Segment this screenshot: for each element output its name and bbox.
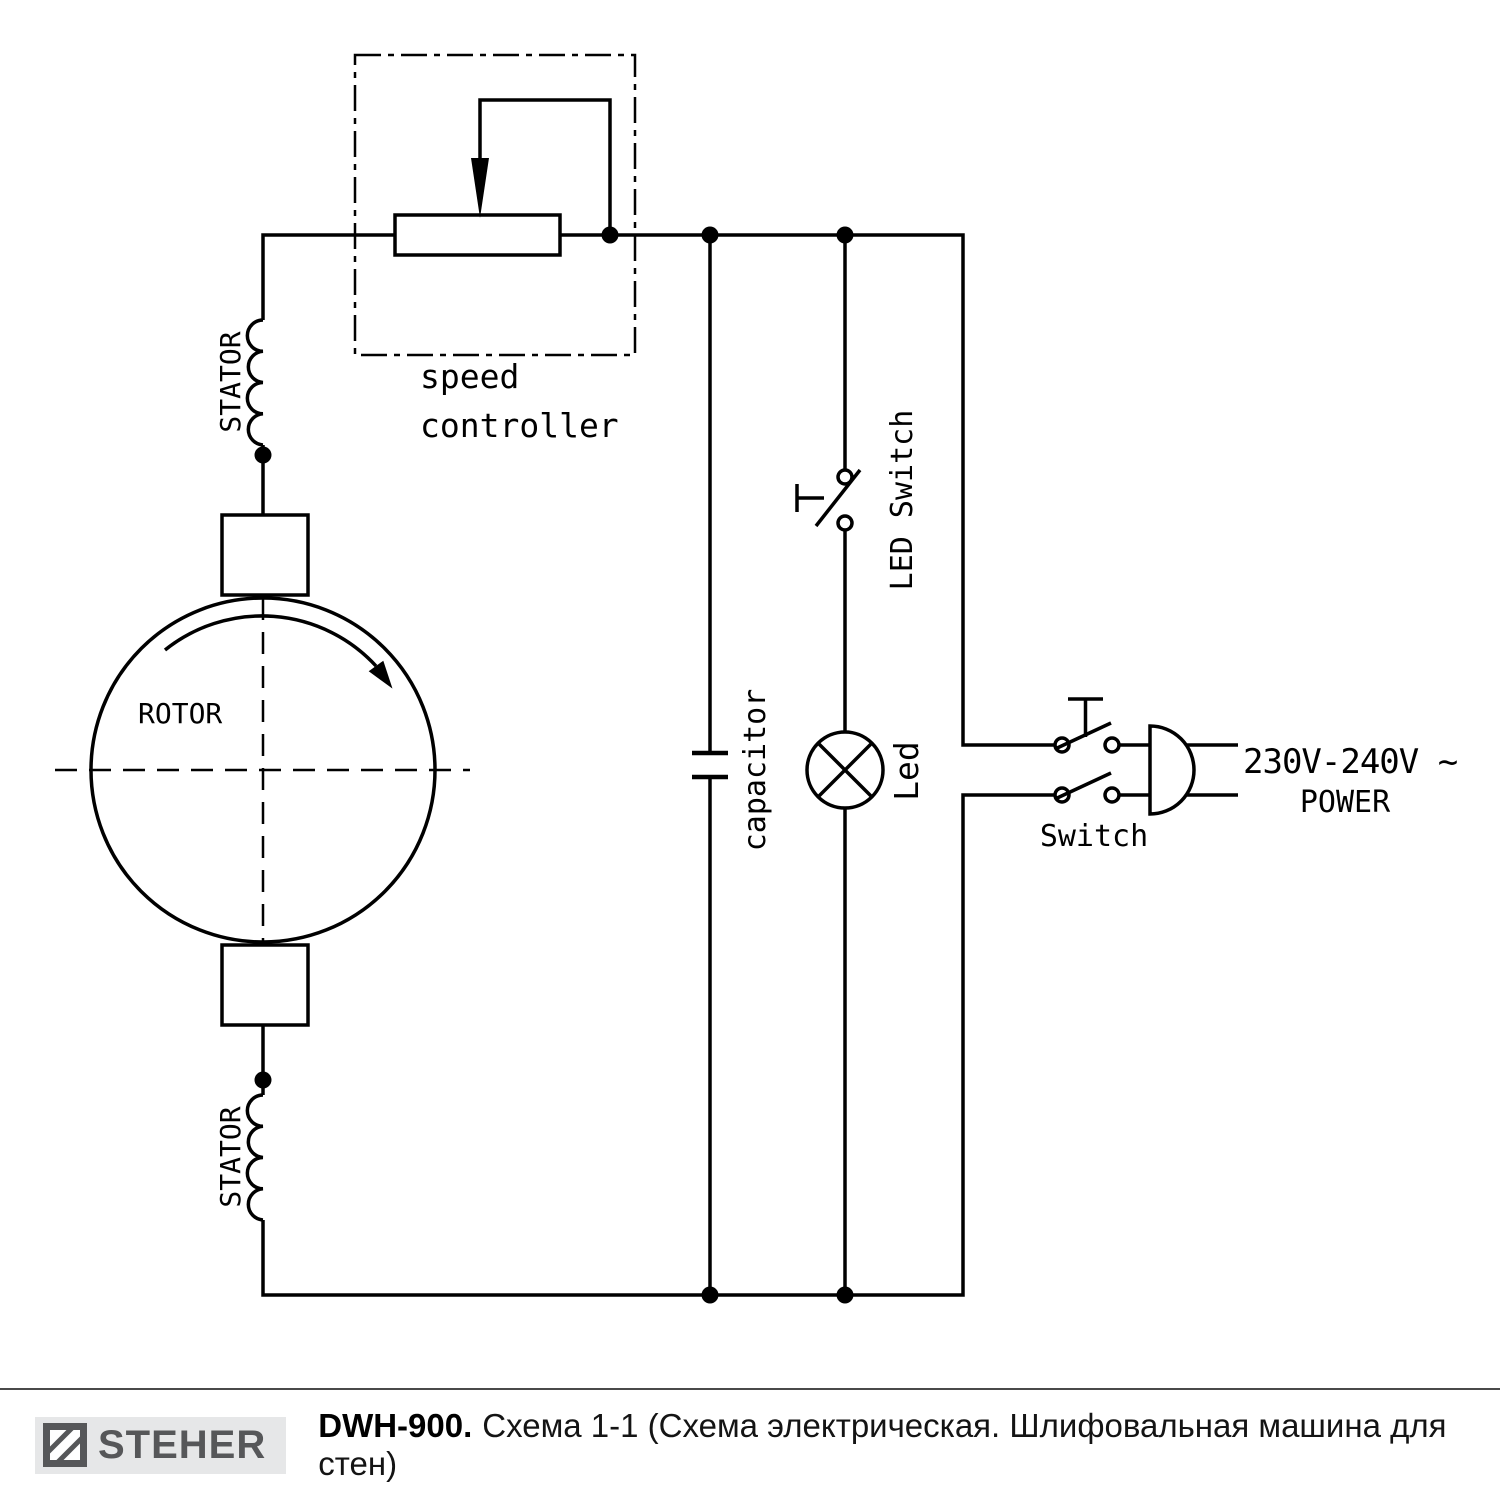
circuit-diagram: speed controller STATOR STATOR ROTOR bbox=[55, 53, 1459, 1304]
brand-logo: STEHER bbox=[35, 1416, 287, 1474]
led-cross bbox=[816, 741, 874, 799]
junction-dot bbox=[701, 1286, 719, 1304]
wires bbox=[261, 98, 1150, 1297]
rotation-arrowhead-icon bbox=[368, 660, 393, 689]
plug-body bbox=[1148, 724, 1196, 816]
led-switch-blade bbox=[814, 468, 862, 528]
brand-name: STEHER bbox=[98, 1422, 267, 1467]
wire-top-left bbox=[261, 233, 395, 320]
junction-dot bbox=[701, 226, 719, 244]
junction-dot bbox=[254, 446, 272, 464]
led-lamp: Led bbox=[805, 730, 926, 810]
stator-bottom: STATOR bbox=[214, 1093, 264, 1222]
led-switch-contact-bottom bbox=[836, 514, 854, 532]
potentiometer-body bbox=[393, 213, 562, 257]
brush-top bbox=[220, 513, 310, 597]
power-plug: 230V-240V ~ POWER bbox=[1148, 724, 1459, 820]
speed-controller-box bbox=[353, 53, 637, 357]
rotor: ROTOR bbox=[55, 513, 470, 1027]
footer: STEHER DWH-900.Схема 1-1 (Схема электрич… bbox=[0, 1390, 1500, 1500]
wiper-arrowhead-icon bbox=[471, 158, 489, 218]
stator-bottom-coil bbox=[245, 1093, 264, 1222]
power-label: POWER bbox=[1300, 785, 1391, 820]
junction-dot bbox=[836, 226, 854, 244]
stator-bottom-label: STATOR bbox=[214, 1106, 247, 1207]
wire-top-right bbox=[560, 233, 1055, 747]
capacitor-label: capacitor bbox=[738, 689, 773, 852]
rotor-label: ROTOR bbox=[138, 697, 222, 730]
caption-text: Схема 1-1 (Схема электрическая. Шлифовал… bbox=[318, 1407, 1447, 1482]
switch-contact-2 bbox=[1103, 736, 1121, 754]
speed-controller-label-line2: controller bbox=[420, 406, 619, 445]
speed-controller-label-line1: speed bbox=[420, 357, 519, 396]
junction-dot bbox=[601, 226, 619, 244]
switch-label: Switch bbox=[1040, 819, 1148, 854]
led-switch-label: LED Switch bbox=[885, 410, 920, 591]
led-switch: LED Switch bbox=[795, 410, 920, 591]
led-switch-actuator bbox=[795, 484, 824, 512]
stator-top-coil bbox=[245, 318, 264, 447]
switch-blade-bottom bbox=[1054, 771, 1112, 801]
switch-blade-top bbox=[1054, 721, 1112, 751]
switch-contact-4 bbox=[1103, 786, 1121, 804]
power-voltage-label: 230V-240V ~ bbox=[1243, 742, 1458, 782]
switch-actuator bbox=[1068, 697, 1103, 737]
speed-controller: speed controller bbox=[353, 53, 637, 445]
main-switch: Switch bbox=[1040, 697, 1148, 854]
led-label: Led bbox=[887, 741, 926, 801]
rotation-arrow-arc bbox=[163, 614, 378, 668]
steher-logo-icon bbox=[43, 1423, 87, 1467]
footer-caption: DWH-900.Схема 1-1 (Схема электрическая. … bbox=[318, 1407, 1500, 1483]
wire-bottom-rail bbox=[261, 793, 1055, 1297]
stator-top-label: STATOR bbox=[214, 331, 247, 432]
capacitor: capacitor bbox=[692, 689, 773, 852]
brush-bottom bbox=[220, 943, 310, 1027]
footer-divider bbox=[0, 1388, 1500, 1390]
wire-wiper bbox=[478, 98, 612, 235]
stator-top: STATOR bbox=[214, 318, 264, 447]
led-switch-contact-top bbox=[836, 468, 854, 486]
junction-dots bbox=[254, 226, 854, 1304]
junction-dot bbox=[836, 1286, 854, 1304]
junction-dot bbox=[254, 1071, 272, 1089]
model-number: DWH-900. bbox=[318, 1407, 473, 1444]
